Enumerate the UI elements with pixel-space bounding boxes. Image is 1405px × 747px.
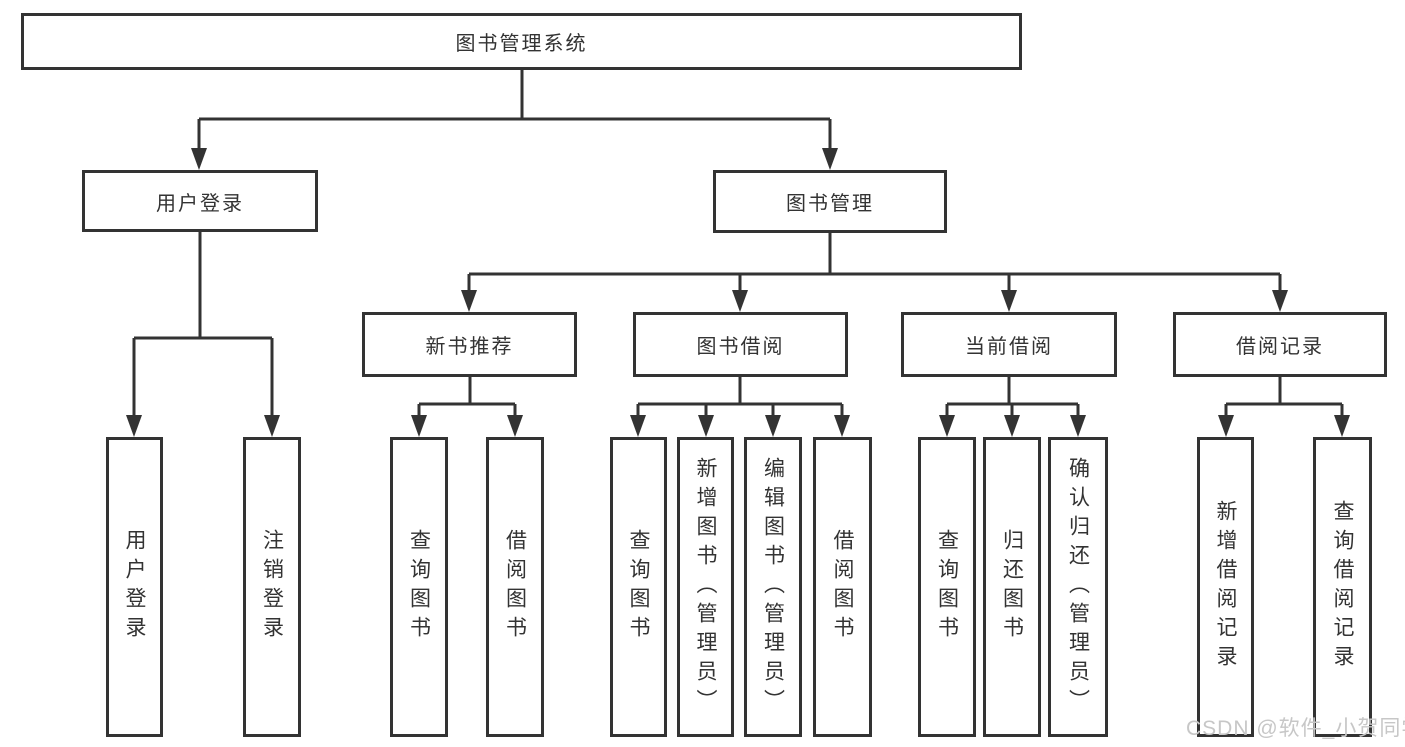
- csdn-watermark: CSDN @软件_小贺同学: [1186, 717, 1405, 740]
- node-book-management-label: 图书管理: [786, 193, 874, 215]
- leaf-records-add: 新增借阅记录: [1197, 437, 1254, 737]
- node-current-borrow: 当前借阅: [901, 312, 1117, 377]
- leaf-borrowing-borrow-label: 借阅图书: [831, 529, 854, 645]
- node-user-login: 用户登录: [82, 170, 318, 232]
- leaf-borrowing-edit-label: 编辑图书（管理员）: [761, 456, 785, 718]
- leaf-borrowing-query: 查询图书: [610, 437, 667, 737]
- leaf-current-confirm: 确认归还（管理员）: [1048, 437, 1108, 737]
- leaf-user-login-label: 用户登录: [123, 529, 146, 645]
- leaf-records-query: 查询借阅记录: [1313, 437, 1372, 737]
- leaf-logout: 注销登录: [243, 437, 301, 737]
- leaf-borrowing-borrow: 借阅图书: [813, 437, 872, 737]
- leaf-borrowing-edit: 编辑图书（管理员）: [744, 437, 802, 737]
- node-current-borrow-label: 当前借阅: [965, 336, 1053, 358]
- node-borrowing: 图书借阅: [633, 312, 848, 377]
- leaf-borrowing-add-label: 新增图书（管理员）: [694, 456, 717, 718]
- leaf-borrowing-add: 新增图书（管理员）: [677, 437, 734, 737]
- leaf-current-confirm-label: 确认归还（管理员）: [1066, 456, 1090, 718]
- leaf-newbooks-query: 查询图书: [390, 437, 448, 737]
- leaf-newbooks-borrow-label: 借阅图书: [503, 529, 527, 645]
- node-borrow-records: 借阅记录: [1173, 312, 1387, 377]
- leaf-logout-label: 注销登录: [260, 529, 284, 645]
- leaf-records-query-label: 查询借阅记录: [1331, 500, 1354, 674]
- leaf-newbooks-query-label: 查询图书: [407, 529, 431, 645]
- leaf-user-login: 用户登录: [106, 437, 163, 737]
- node-new-books-label: 新书推荐: [425, 336, 514, 358]
- leaf-records-add-label: 新增借阅记录: [1214, 500, 1237, 674]
- node-root-label: 图书管理系统: [455, 33, 588, 55]
- leaf-current-query-label: 查询图书: [935, 529, 959, 645]
- node-new-books: 新书推荐: [362, 312, 577, 377]
- node-borrowing-label: 图书借阅: [696, 336, 785, 358]
- leaf-borrowing-query-label: 查询图书: [627, 529, 650, 645]
- node-root: 图书管理系统: [21, 13, 1022, 70]
- leaf-current-return-label: 归还图书: [1000, 529, 1024, 645]
- leaf-newbooks-borrow: 借阅图书: [486, 437, 544, 737]
- node-user-login-label: 用户登录: [156, 192, 244, 215]
- leaf-current-return: 归还图书: [983, 437, 1041, 737]
- node-borrow-records-label: 借阅记录: [1236, 336, 1324, 358]
- node-book-management: 图书管理: [713, 170, 947, 233]
- leaf-current-query: 查询图书: [918, 437, 976, 737]
